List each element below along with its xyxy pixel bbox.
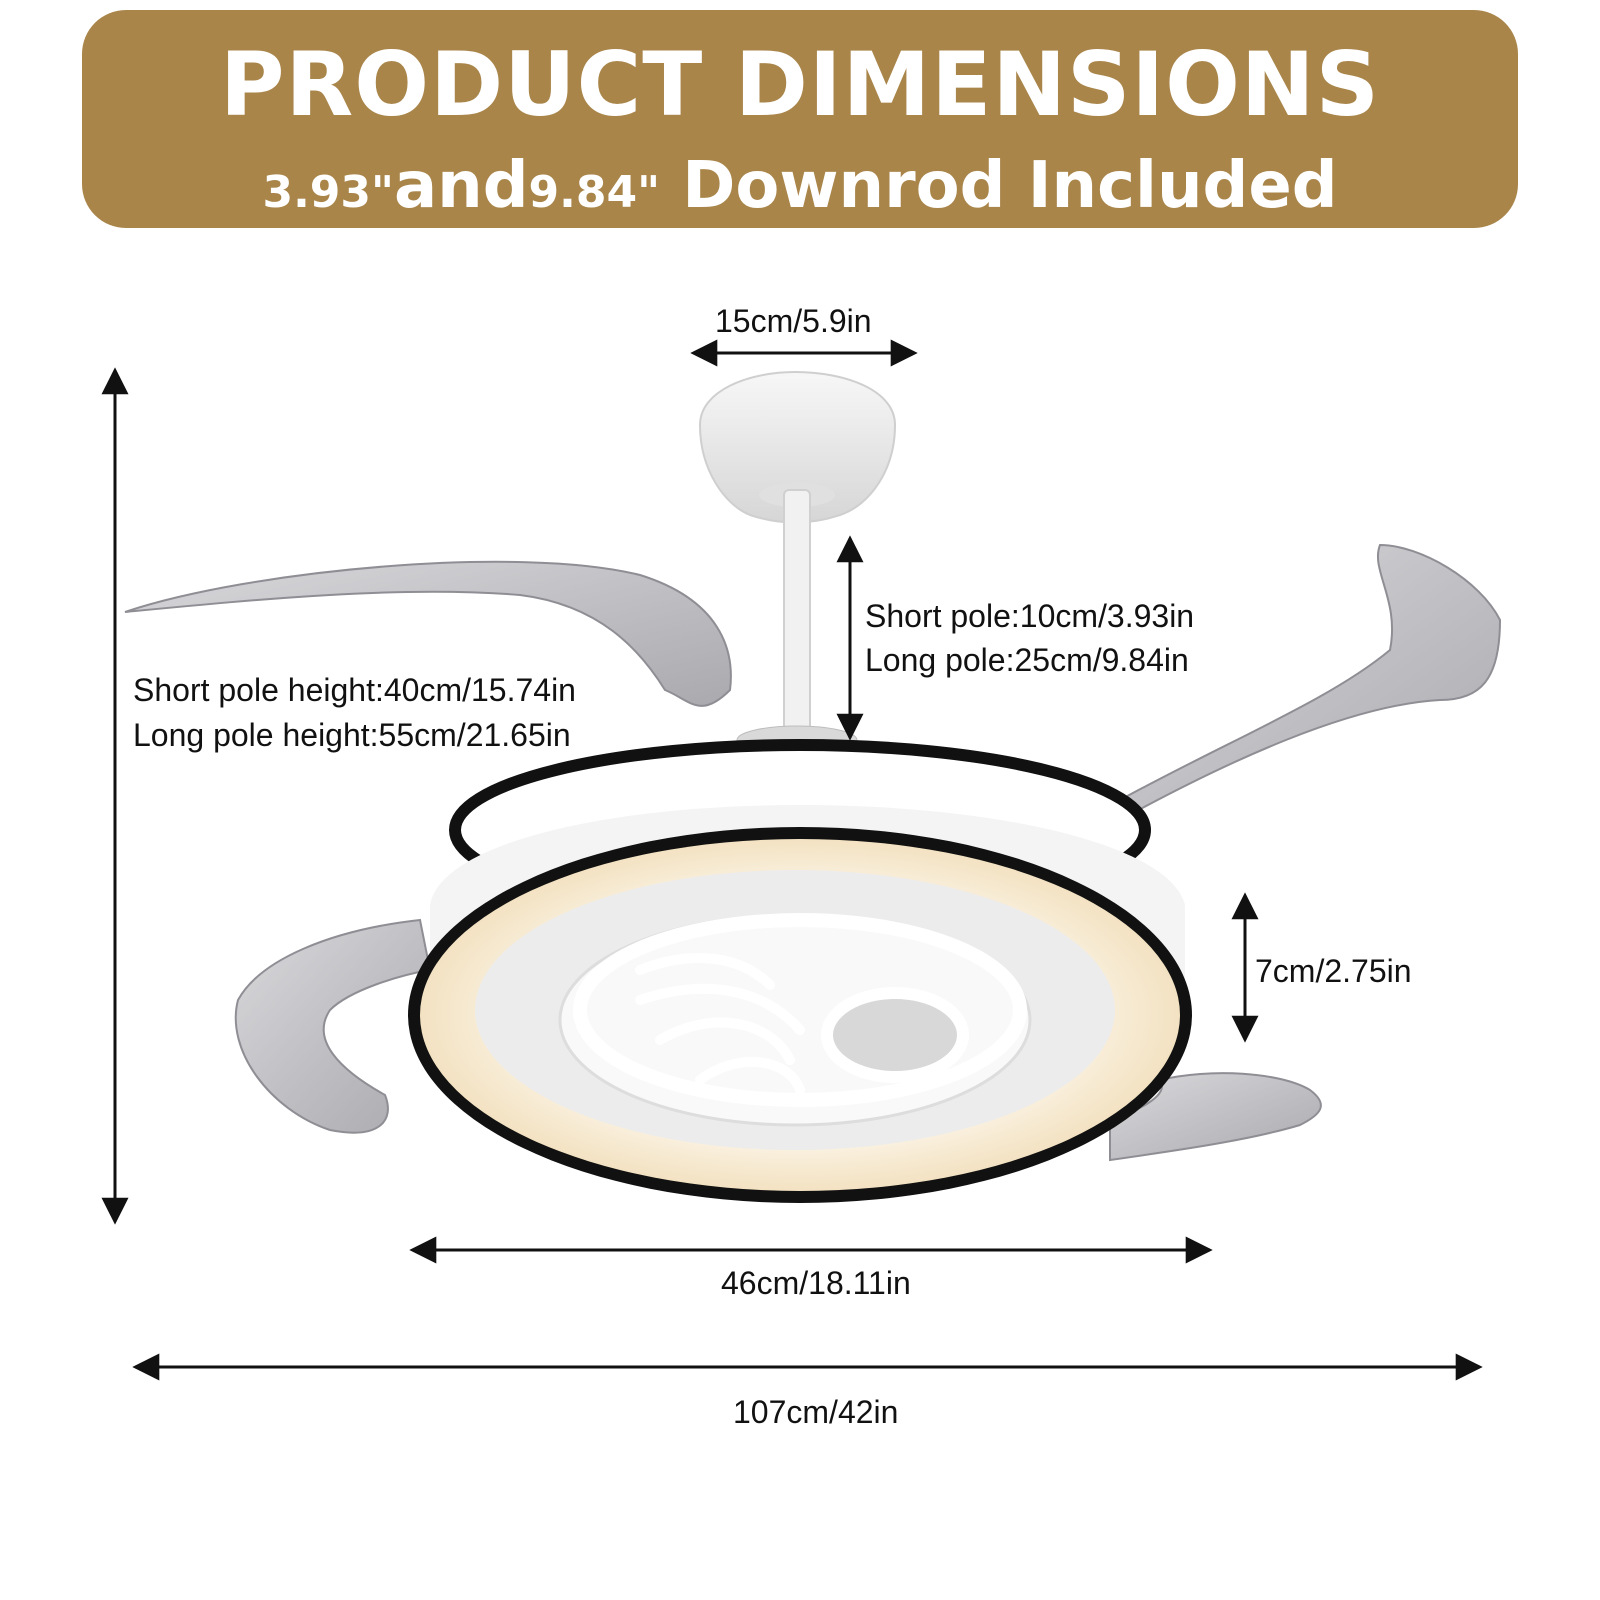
banner-subtitle: 3.93"and9.84" Downrod Included bbox=[82, 146, 1518, 233]
canopy-width-label: 15cm/5.9in bbox=[715, 303, 872, 339]
blade-left-upper bbox=[124, 560, 732, 707]
swirl-light bbox=[635, 953, 805, 1095]
long-pole-label: Long pole:25cm/9.84in bbox=[865, 642, 1189, 678]
long-pole-height-label: Long pole height:55cm/21.65in bbox=[133, 717, 571, 753]
center-lens bbox=[821, 987, 969, 1083]
short-downrod-size: 3.93" bbox=[262, 167, 394, 218]
downrod-included-text: Downrod Included bbox=[660, 149, 1338, 223]
light-diameter-label: 46cm/18.11in bbox=[721, 1265, 911, 1301]
downrod bbox=[783, 489, 811, 741]
overall-diameter-label: 107cm/42in bbox=[733, 1394, 899, 1430]
canopy bbox=[698, 370, 897, 524]
blade-right-upper bbox=[1119, 543, 1502, 822]
banner-title: PRODUCT DIMENSIONS bbox=[220, 33, 1380, 136]
short-pole-label: Short pole:10cm/3.93in bbox=[865, 598, 1195, 634]
and-word: and bbox=[393, 149, 529, 223]
short-pole-height-label: Short pole height:40cm/15.74in bbox=[133, 672, 576, 708]
thickness-label: 7cm/2.75in bbox=[1255, 953, 1412, 989]
blade-left-lower bbox=[234, 918, 432, 1134]
long-downrod-size: 9.84" bbox=[528, 167, 660, 218]
title-banner: PRODUCT DIMENSIONS 3.93"and9.84" Downrod… bbox=[82, 10, 1518, 228]
